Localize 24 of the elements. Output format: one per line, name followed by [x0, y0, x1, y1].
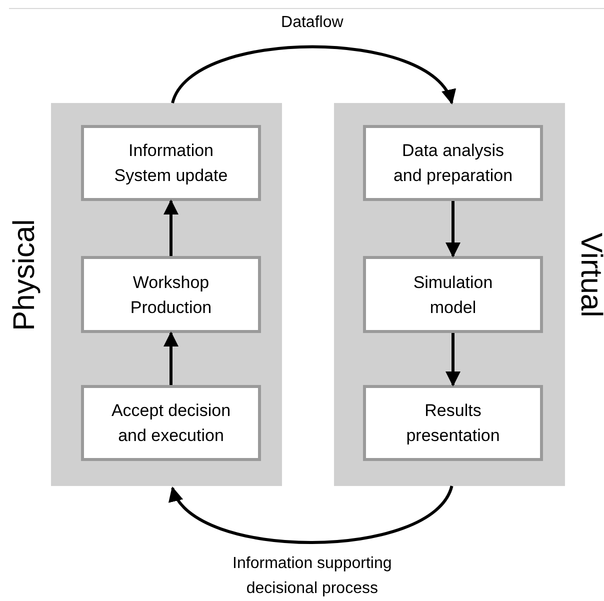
process-box	[363, 256, 543, 333]
edge-label: Dataflow	[281, 13, 344, 33]
process-box	[81, 125, 261, 201]
box-label: Simulation model	[412, 272, 494, 318]
box-label: Data analysis and preparation	[392, 140, 514, 187]
arrow	[164, 200, 178, 256]
curved-arrow	[171, 485, 454, 544]
process-box	[81, 385, 261, 461]
arrow	[164, 332, 178, 385]
process-box	[363, 385, 543, 461]
edge-label: Information supporting decisional process	[232, 554, 393, 599]
side-heading: Physical	[7, 218, 42, 330]
box-label: Results presentation	[405, 400, 501, 447]
box-label: Workshop Production	[129, 272, 213, 318]
box-label: Accept decision and execution	[110, 400, 232, 447]
group-panel	[334, 103, 565, 486]
arrow	[446, 201, 460, 258]
process-box	[81, 256, 261, 333]
process-box	[363, 125, 543, 201]
box-label: Information System update	[113, 140, 229, 187]
curved-arrow	[171, 45, 454, 104]
arrow	[446, 333, 460, 386]
group-panel	[51, 103, 282, 486]
side-heading: Virtual	[573, 232, 604, 317]
